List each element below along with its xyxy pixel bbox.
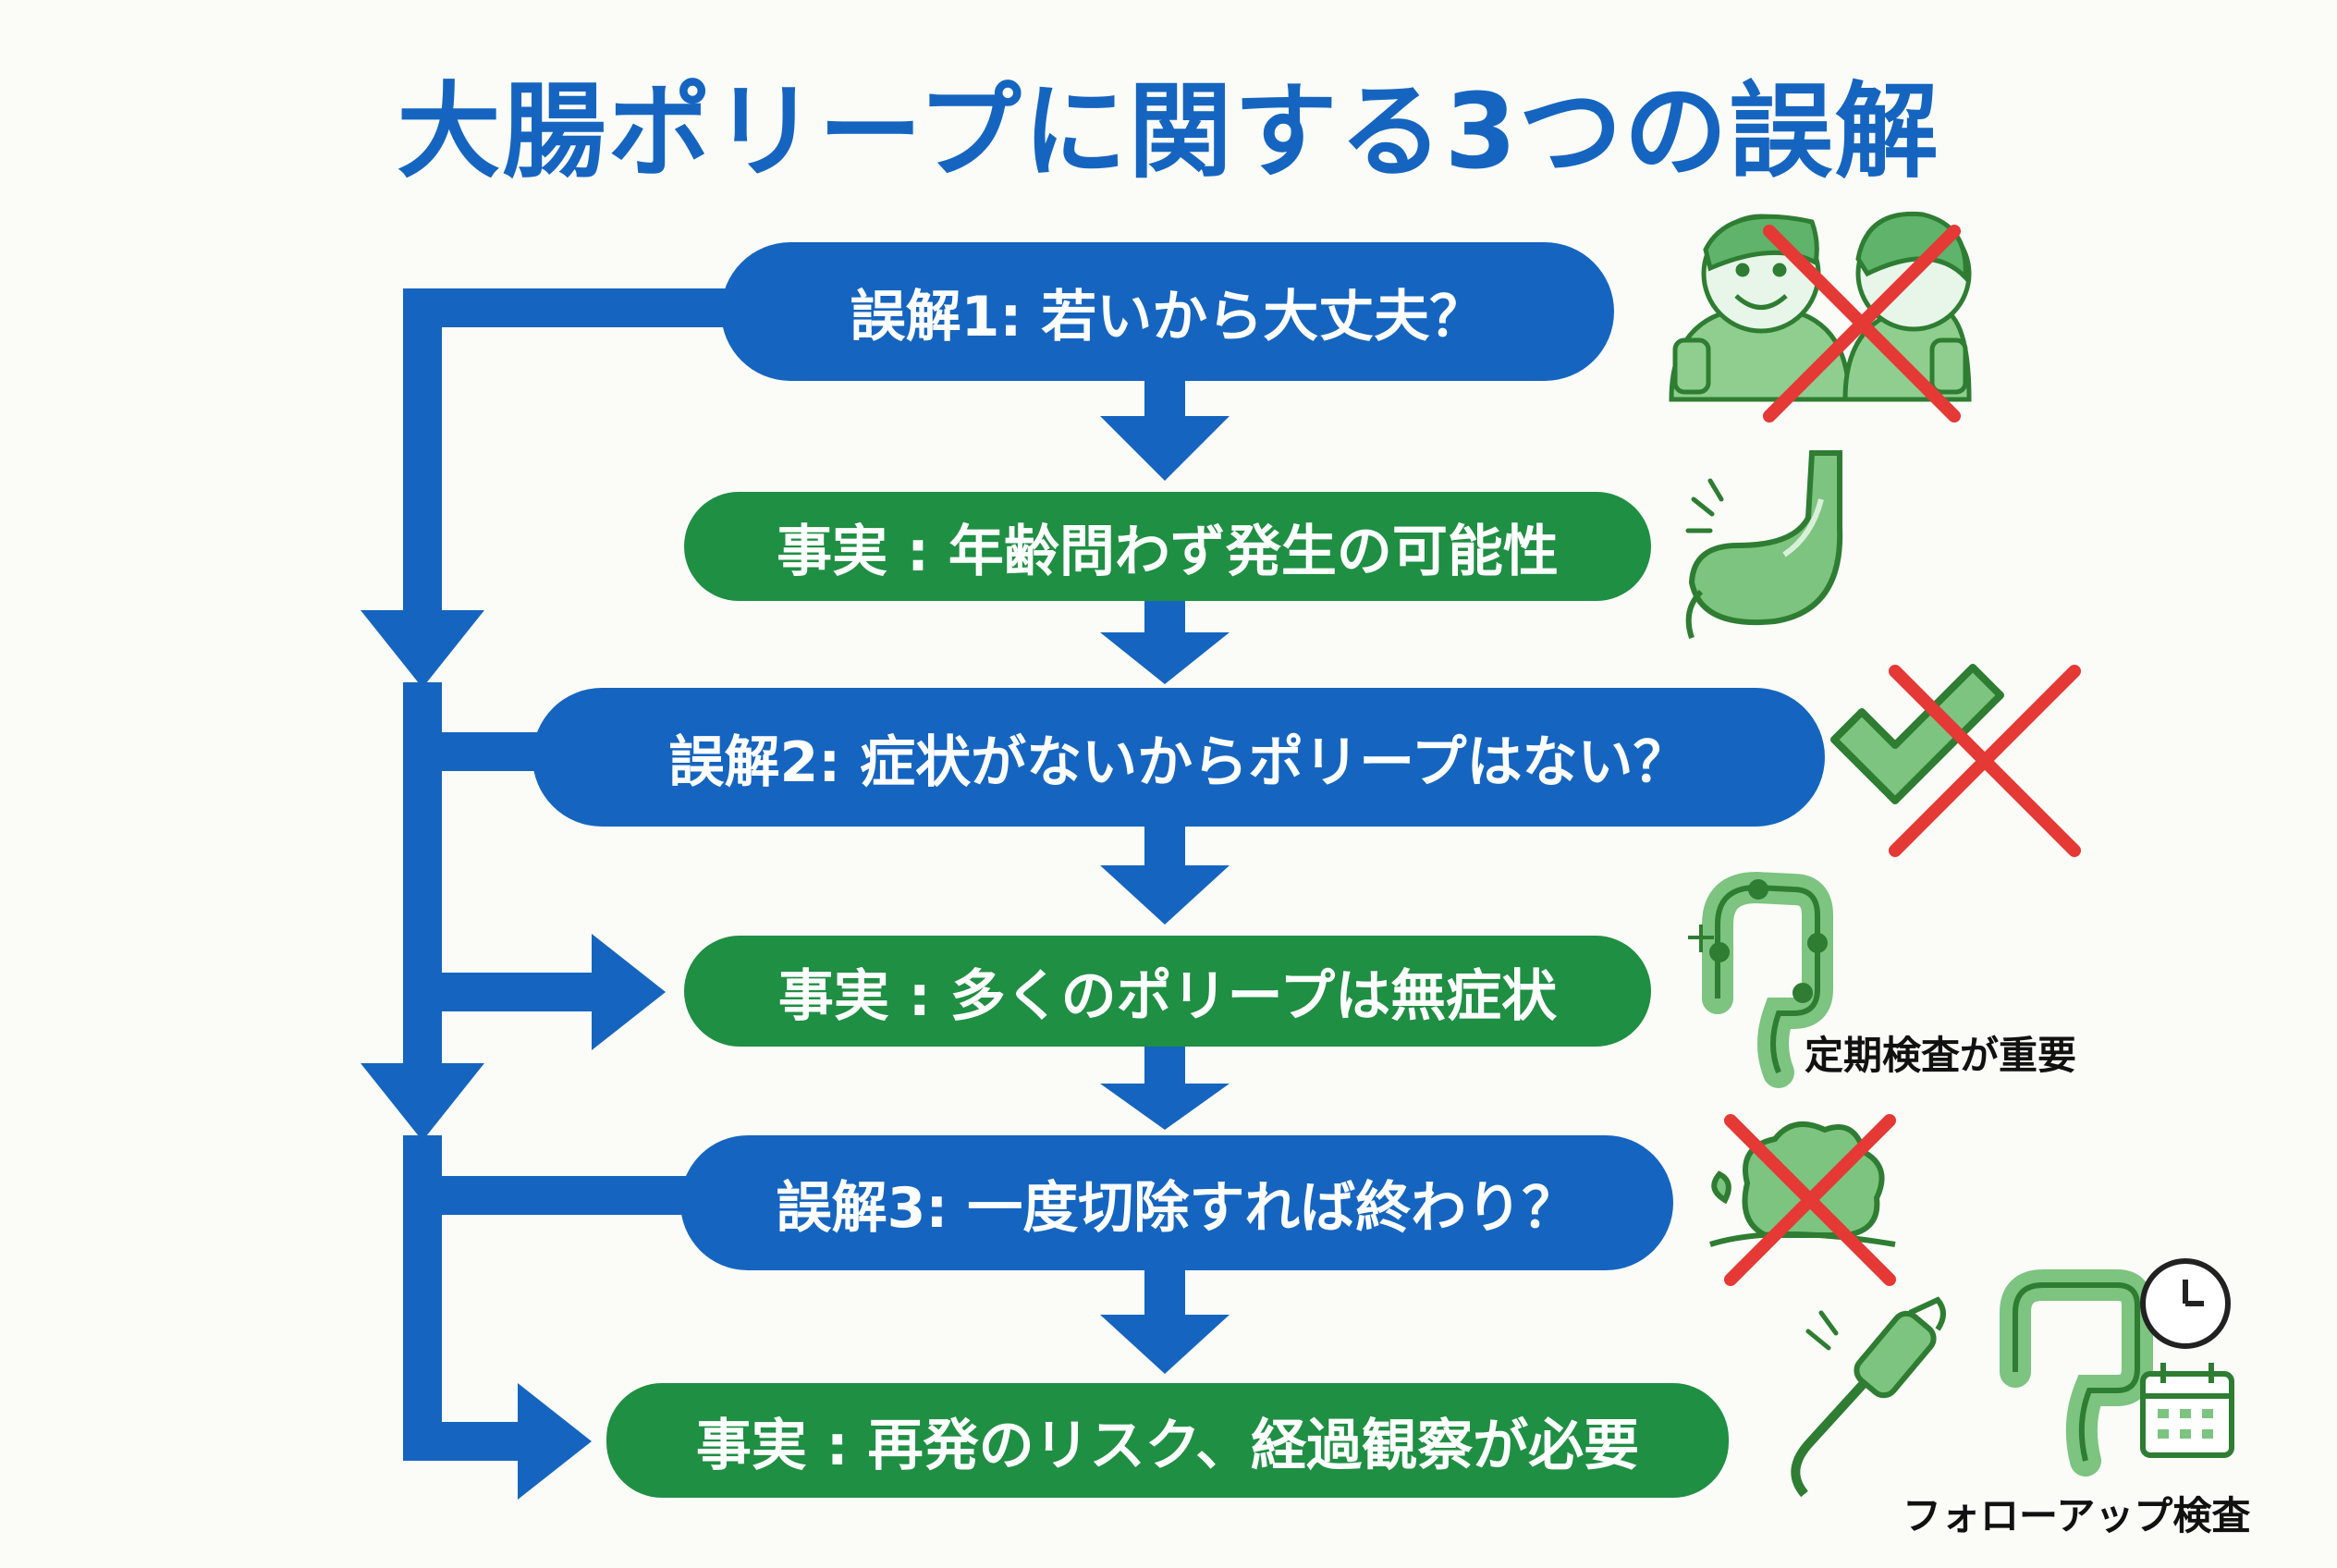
myth2-text: 誤解2: 症状がないからポリープはない？: [668, 729, 1689, 795]
center-down-arrow: [1100, 416, 1230, 481]
fact3-box: 事実 : 再発のリスク、経過観察が必要: [606, 1383, 1729, 1498]
myth3-text: 誤解3: 一度切除すれば終わり？: [776, 1175, 1578, 1241]
left-down-arrow: [361, 610, 484, 688]
fact3-branch: [403, 1422, 532, 1461]
sparkle-icon: [1688, 925, 1714, 952]
left-down-arrow: [361, 1063, 484, 1141]
center-down-arrow: [1100, 1084, 1230, 1130]
page-title: 大腸ポリープに関する3つの誤解: [397, 72, 1940, 192]
center-arrow-shaft: [1144, 1268, 1185, 1320]
center-arrow-shaft: [1144, 379, 1185, 422]
right-arrow: [518, 1383, 592, 1500]
fact2-branch: [403, 973, 606, 1011]
center-down-arrow: [1100, 865, 1230, 925]
red-cross-icon: [1763, 225, 1961, 423]
center-down-arrow: [1100, 632, 1230, 684]
polyp-removal-icon: [1709, 1121, 1896, 1247]
red-cross-icon: [1724, 1114, 1896, 1286]
center-arrow-shaft: [1144, 825, 1185, 871]
fact1-box: 事実 : 年齢問わず発生の可能性: [684, 492, 1651, 601]
myth1-box: 誤解1: 若いから大丈夫？: [721, 242, 1614, 381]
check-mark-icon: [1830, 664, 2004, 804]
fact2-box: 事実 : 多くのポリープは無症状: [684, 936, 1651, 1047]
right-arrow: [592, 934, 666, 1050]
signal-lines: [1805, 1310, 1839, 1351]
clock-icon: [2140, 1258, 2231, 1349]
regular-checkup-caption: 定期検査が重要: [1805, 1033, 2077, 1078]
red-cross-icon: [1889, 665, 2081, 857]
center-arrow-shaft: [1144, 599, 1185, 638]
fact1-text: 事実 : 年齢問わず発生の可能性: [777, 519, 1559, 584]
center-arrow-shaft: [1144, 1045, 1185, 1089]
fact3-text: 事実 : 再発のリスク、経過観察が必要: [695, 1413, 1640, 1478]
colon-icon: [2000, 1269, 2153, 1476]
myth3-box: 誤解3: 一度切除すれば終わり？: [680, 1135, 1673, 1270]
left-connector-segment: [403, 288, 442, 619]
fact2-text: 事実 : 多くのポリープは無症状: [777, 963, 1558, 1029]
calendar-icon: [2140, 1363, 2234, 1458]
pain-lines: [1685, 478, 1724, 533]
myth2-box: 誤解2: 症状がないからポリープはない？: [532, 688, 1825, 827]
myth1-text: 誤解1: 若いから大丈夫？: [850, 284, 1486, 349]
followup-exam-caption: フォローアップ検査: [1903, 1493, 2251, 1538]
colon-polyp-icon: [1702, 871, 1833, 1088]
center-down-arrow: [1100, 1315, 1230, 1374]
stomach-icon: [1685, 450, 1843, 639]
endoscope-icon: [1791, 1296, 1946, 1498]
myth1-branch: [403, 288, 754, 327]
